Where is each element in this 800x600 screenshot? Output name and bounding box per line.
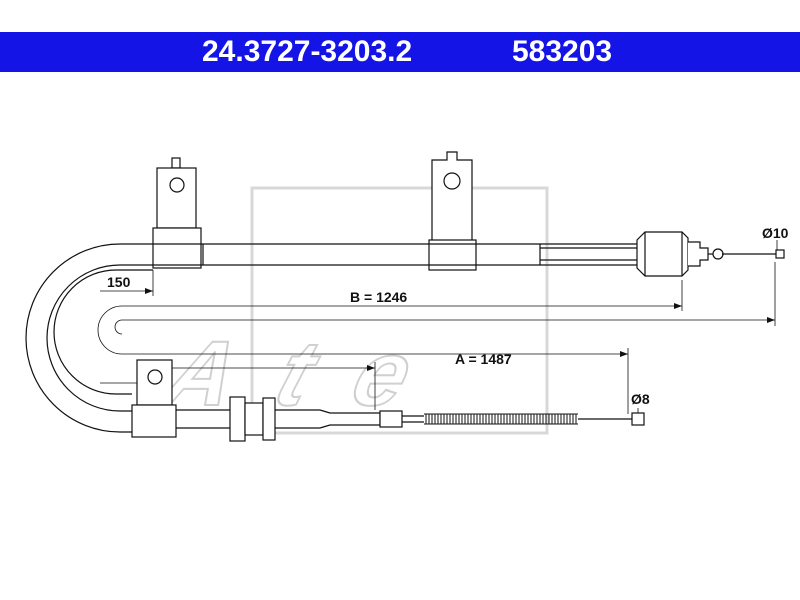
offset-label: 150 xyxy=(107,274,131,290)
length-b-label: B = 1246 xyxy=(350,289,407,305)
middle-mounting-bracket xyxy=(428,151,477,271)
lower-cable xyxy=(131,359,424,442)
diameter-end-1-label: Ø10 xyxy=(762,225,789,241)
cable-bend xyxy=(25,243,155,433)
upper-end-fitting xyxy=(636,231,785,277)
length-a-label: A = 1487 xyxy=(455,351,512,367)
reference-number: 583203 xyxy=(512,35,613,68)
left-mounting-bracket xyxy=(152,157,202,269)
diameter-end-2-label: Ø8 xyxy=(631,391,650,407)
part-number-bar: 24.3727-3203.2 583203 xyxy=(0,32,800,72)
dimension-arrows xyxy=(145,288,775,371)
part-number: 24.3727-3203.2 xyxy=(202,35,413,68)
dimension-lines xyxy=(97,240,778,414)
upper-cable xyxy=(155,243,640,266)
lower-end-fitting xyxy=(578,412,645,426)
return-spring xyxy=(424,413,578,425)
ate-watermark: Ate xyxy=(149,186,549,435)
